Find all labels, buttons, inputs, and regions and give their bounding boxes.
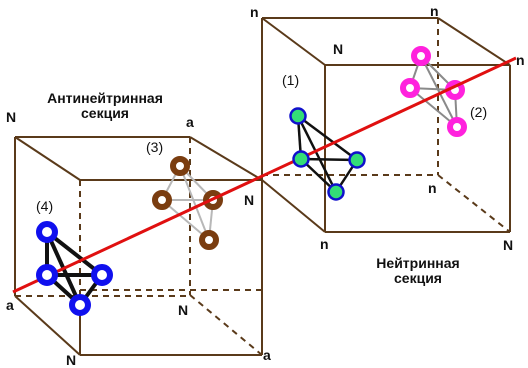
left-cube-edge-tl	[14, 136, 81, 181]
tetra4-node	[69, 294, 91, 316]
tetra1-node	[292, 150, 310, 168]
group-label-2: (2)	[470, 104, 488, 120]
vertex-label-n: n	[430, 3, 439, 19]
tetra3-node	[170, 156, 190, 176]
tetra2-edge	[420, 55, 458, 128]
tetra4-edge	[45, 230, 104, 277]
neutrino-title-line2: секция	[394, 270, 442, 286]
vertex-label-N: N	[178, 302, 189, 318]
tetra2-node	[447, 117, 467, 137]
vertex-label-a: a	[263, 347, 271, 363]
tetra3-edge	[179, 165, 210, 241]
vertex-label-n: n	[250, 4, 259, 20]
vertex-label-N: N	[503, 237, 514, 253]
group-label-1: (1)	[282, 72, 300, 88]
tetra4-node	[91, 264, 113, 286]
tetra1-edge	[300, 157, 358, 162]
tetrahedron-3	[152, 156, 223, 250]
neutrino-title-line1: Нейтринная	[376, 255, 460, 271]
vertex-label-n: n	[428, 180, 437, 196]
tetra4-nodes	[36, 221, 113, 316]
tetra1-nodes	[289, 107, 366, 201]
group-label-4: (4)	[36, 198, 54, 214]
left-cube-edge-tr	[189, 136, 263, 181]
tetra3-node	[199, 230, 219, 250]
antineutrino-title-line1: Антинейтринная	[47, 90, 163, 106]
vertex-label-N: N	[66, 352, 77, 368]
axis-line	[12, 56, 517, 294]
right-cube	[261, 17, 511, 233]
tetra3-edge	[161, 199, 210, 241]
vertex-label-n: n	[320, 236, 329, 252]
tetra3-nodes	[152, 156, 223, 250]
tetra2-node	[400, 78, 420, 98]
right-cube-edge-tl	[261, 17, 326, 66]
left-cube-edge-br	[189, 294, 263, 356]
left-cube	[14, 136, 263, 356]
tetra4-node	[36, 221, 58, 243]
group-label-3: (3)	[146, 139, 164, 155]
vertex-label-N: N	[333, 41, 344, 57]
tetra4-node	[36, 264, 58, 286]
vertex-label-a: a	[186, 114, 194, 130]
neutrino-section-title: Нейтринная секция	[348, 256, 488, 286]
tetra1-node	[348, 151, 366, 169]
tetra1-edge	[297, 114, 358, 162]
tetrahedron-2	[400, 46, 467, 137]
vertex-label-N: N	[244, 192, 255, 208]
vertex-label-N: N	[6, 109, 17, 125]
right-cube-edge-tr	[437, 17, 511, 66]
tetra2-node	[411, 46, 431, 66]
tetra1-edge	[296, 115, 338, 193]
right-cube-edge-bl	[261, 179, 326, 233]
right-cube-edge-br	[437, 174, 511, 233]
tetra1-node	[289, 107, 307, 125]
antineutrino-title-line2: секция	[81, 105, 129, 121]
antineutrino-section-title: Антинейтринная секция	[20, 91, 190, 121]
tetra2-nodes	[400, 46, 467, 137]
tetra2-edge	[409, 87, 458, 128]
tetra1-node	[327, 183, 345, 201]
vertex-label-a: a	[6, 297, 14, 313]
tetra3-node	[152, 190, 172, 210]
vertex-label-n: n	[516, 52, 525, 68]
left-cube-front-bottom-solid	[14, 295, 81, 356]
